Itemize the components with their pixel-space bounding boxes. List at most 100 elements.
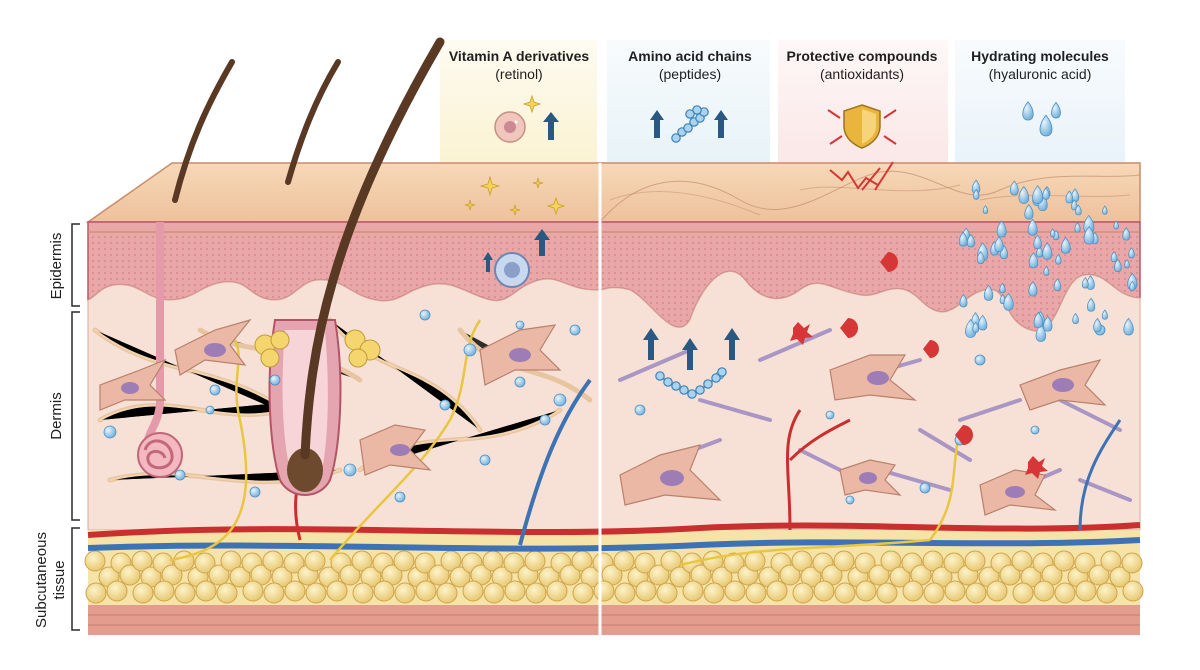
fat-cell-icon (119, 564, 141, 586)
amino-acid-bead (671, 381, 681, 391)
vein-branch-right (1078, 419, 1122, 531)
nerve-icon (169, 319, 962, 567)
water-droplet-icon (1113, 220, 1119, 230)
amino-acid-bead (687, 389, 697, 399)
water-droplet-icon (1122, 227, 1131, 241)
vein-branch (518, 378, 592, 546)
water-droplet-icon (1009, 180, 1019, 196)
water-droplet-icon (1081, 277, 1089, 289)
water-droplet-icon (1055, 254, 1062, 265)
water-droplet-icon (983, 284, 994, 301)
fat-cell-icon (613, 550, 635, 572)
fat-cell-icon (813, 580, 835, 602)
fat-cell-icon (352, 582, 374, 604)
fat-cell-icon (745, 582, 767, 604)
fat-cell-icon (415, 580, 437, 602)
water-droplet-icon (1110, 251, 1118, 263)
fat-cell-icon (284, 580, 306, 602)
water-droplet-icon (1074, 222, 1081, 233)
column-title-hyaluronic: Hydrating molecules (971, 48, 1109, 64)
fat-cell-icon (229, 566, 251, 588)
water-droplet-icon (1083, 226, 1095, 245)
water-droplet-icon (966, 233, 975, 248)
water-droplet-icon (1042, 242, 1053, 260)
skin-surface (85, 162, 1141, 223)
fat-cell-icon (305, 582, 327, 604)
fat-cells (84, 550, 1144, 604)
fat-cell-icon (263, 582, 285, 604)
water-droplet-icon (1043, 315, 1053, 332)
fat-cell-icon (483, 582, 505, 604)
fat-cell-icon (559, 564, 581, 586)
fat-cell-icon (106, 580, 128, 602)
amino-acid-bead (679, 385, 689, 395)
fat-cell-icon (195, 580, 217, 602)
fat-cell-icon (174, 582, 196, 604)
water-droplet-icon (1123, 317, 1134, 336)
fat-cell-icon (965, 582, 987, 604)
fat-cell-icon (902, 580, 924, 602)
muscle-lines (88, 614, 1140, 626)
retinol-cell-icon (494, 111, 526, 143)
fat-cell-icon (703, 582, 725, 604)
water-droplet-icon (1071, 199, 1078, 211)
epidermis-texture (88, 232, 1140, 332)
fat-cell-icon (964, 550, 986, 572)
water-droplet-icon (976, 251, 985, 265)
amino-acid-bead (671, 133, 681, 143)
collagen-fibers-light (94, 319, 561, 483)
fat-cell-icon (855, 580, 877, 602)
fat-cell-icon (351, 550, 373, 572)
water-droplet-icon (982, 205, 989, 214)
amino-acid-bead (692, 105, 702, 115)
fat-cell-icon (440, 550, 462, 572)
layer-label-epidermis: Epidermis (48, 233, 65, 300)
amino-acid-bead (685, 109, 695, 119)
fat-cell-icon (766, 580, 788, 602)
fat-cell-icon (744, 550, 766, 572)
fat-cell-icon (922, 550, 944, 572)
hair-follicle-icon (268, 37, 445, 496)
water-droplet-icon (1087, 297, 1096, 312)
water-droplet-icon (1018, 185, 1030, 204)
fat-cell-icon (1012, 582, 1034, 604)
water-droplet-icon (1053, 278, 1062, 292)
fat-cell-icon (660, 550, 682, 572)
water-droplet-icon (972, 321, 980, 333)
fat-cell-icon (1054, 582, 1076, 604)
water-droplet-icon (1101, 309, 1108, 320)
fat-cell-icon (635, 580, 657, 602)
capillary-branch (786, 409, 851, 531)
water-droplet-icon (1032, 185, 1044, 204)
amino-acid-bead (717, 367, 727, 377)
column-title-retinol: Vitamin A derivatives (449, 48, 590, 64)
fat-cell-icon (1122, 580, 1144, 602)
fat-cell-icon (525, 582, 547, 604)
fat-cell-icon (834, 582, 856, 604)
fat-cell-icon (944, 580, 966, 602)
water-droplet-icon (1028, 252, 1039, 269)
fat-cell-icon (943, 552, 965, 574)
skin-texture-line (599, 170, 1141, 223)
water-droplet-icon (103, 309, 1106, 505)
layer-label-dermis: Dermis (48, 392, 65, 440)
water-droplet-icon (1022, 101, 1034, 121)
fat-cell-icon (216, 582, 238, 604)
fat-cell-icon (84, 550, 106, 572)
fat-cell-icon (880, 550, 902, 572)
water-droplet-icon (1042, 187, 1050, 200)
water-droplet-icon (999, 282, 1006, 294)
fat-cell-icon (1096, 582, 1118, 604)
layer-label-tissue: tissue (51, 560, 68, 599)
fat-cell-icon (132, 582, 154, 604)
fat-cell-icon (394, 582, 416, 604)
fat-cell-icon (462, 580, 484, 602)
water-droplet-icon (994, 236, 1004, 253)
fat-cell-icon (648, 564, 670, 586)
water-droplet-icon (1113, 258, 1122, 272)
fat-cell-icon (546, 580, 568, 602)
water-droplet-icon (958, 231, 968, 247)
column-subtitle-peptides: (peptides) (659, 66, 721, 82)
